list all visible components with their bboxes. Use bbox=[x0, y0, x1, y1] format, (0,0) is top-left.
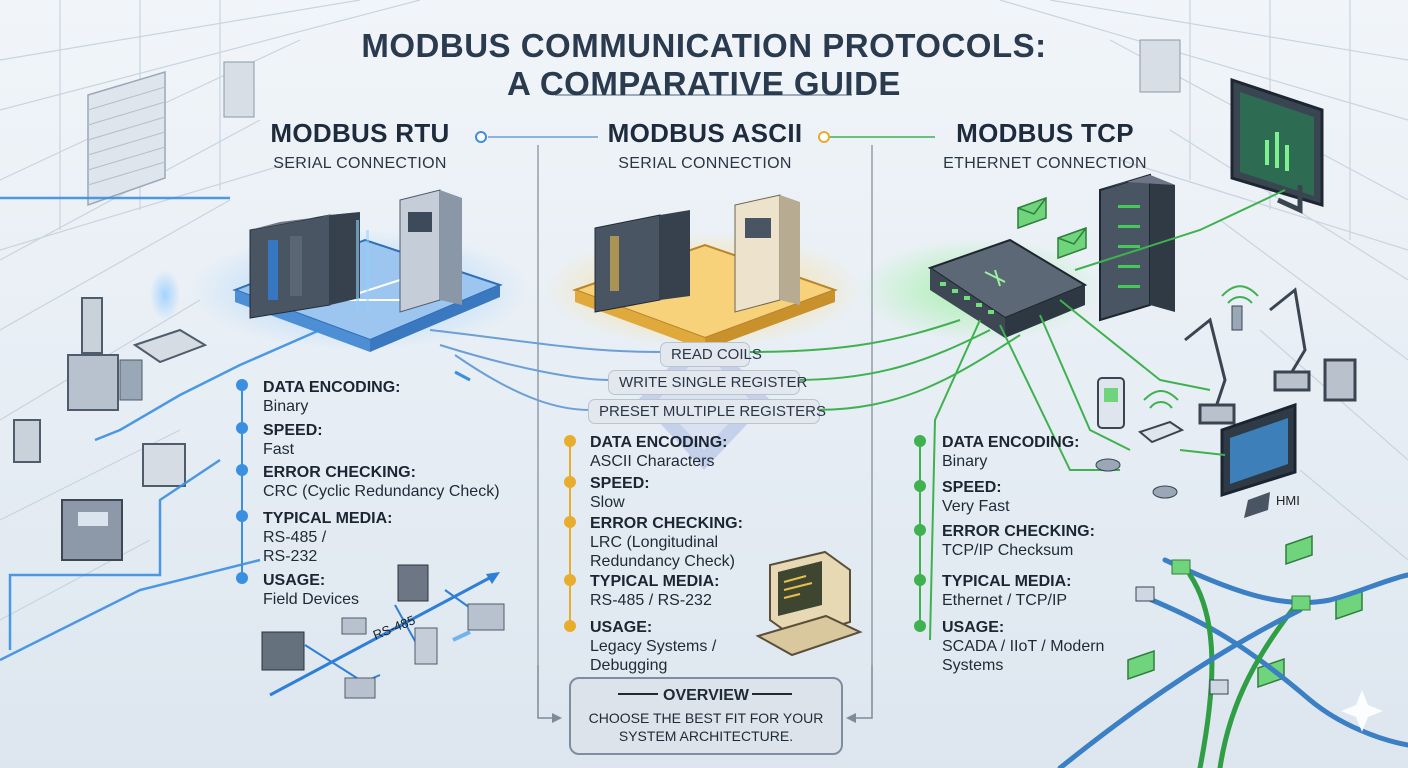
overview-arrows bbox=[537, 665, 873, 719]
ascii-connection: SERIAL CONNECTION bbox=[618, 155, 792, 172]
server-rack bbox=[1099, 173, 1175, 322]
ascii-spec-value: Legacy Systems / Debugging bbox=[590, 638, 717, 674]
message-envelopes bbox=[1017, 196, 1363, 689]
rtu-spec-label: ERROR CHECKING: bbox=[263, 464, 416, 481]
tcp-header: MODBUS TCP ETHERNET CONNECTION bbox=[930, 118, 1160, 173]
ascii-title: MODBUS ASCII bbox=[607, 118, 803, 148]
ascii-spec-value: Slow bbox=[590, 494, 625, 511]
rtu-platform bbox=[190, 189, 530, 352]
tcp-spec-label: TYPICAL MEDIA: bbox=[942, 573, 1072, 590]
ascii-spec-value: ASCII Characters bbox=[590, 453, 715, 470]
tcp-connection: ETHERNET CONNECTION bbox=[943, 155, 1147, 172]
ascii-spec-label: ERROR CHECKING: bbox=[590, 515, 743, 532]
ascii-spec-value: RS-485 / RS-232 bbox=[590, 592, 712, 609]
wifi-icon bbox=[1143, 285, 1259, 409]
tcp-spec-value: TCP/IP Checksum bbox=[942, 542, 1074, 559]
title-line-1: MODBUS COMMUNICATION PROTOCOLS: bbox=[361, 27, 1047, 64]
tcp-spec-label: DATA ENCODING: bbox=[942, 434, 1080, 451]
ascii-header: MODBUS ASCII SERIAL CONNECTION bbox=[590, 118, 820, 173]
wall-panel bbox=[223, 61, 255, 118]
roller-door bbox=[87, 70, 166, 207]
robot-arms bbox=[1184, 287, 1357, 425]
rtu-title: MODBUS RTU bbox=[270, 118, 450, 148]
overview-title: OVERVIEW bbox=[663, 687, 749, 704]
rtu-spec-value: Field Devices bbox=[263, 591, 360, 608]
arrow-left-head bbox=[552, 713, 562, 723]
tcp-spec-value: Ethernet / TCP/IP bbox=[942, 592, 1068, 609]
rtu-connection: SERIAL CONNECTION bbox=[273, 155, 447, 172]
rtu-spec-value: RS-485 / RS-232 bbox=[263, 529, 327, 565]
title-line-2: A COMPARATIVE GUIDE bbox=[507, 65, 901, 102]
rtu-spec-value: Binary bbox=[263, 398, 309, 415]
cable-plugs bbox=[1135, 559, 1311, 695]
rtu-spec-label: DATA ENCODING: bbox=[263, 379, 401, 396]
overview-body: CHOOSE THE BEST FIT FOR YOUR SYSTEM ARCH… bbox=[588, 710, 824, 744]
ascii-specs: DATA ENCODING: ASCII Characters SPEED: Slo… bbox=[590, 433, 850, 675]
wall-cabinet bbox=[1139, 39, 1181, 93]
rtu-timeline bbox=[236, 379, 248, 584]
arrow-right-head bbox=[846, 713, 856, 723]
function-read-coils: READ COILS bbox=[660, 342, 762, 367]
overview-box: OVERVIEW CHOOSE THE BEST FIT FOR YOUR SY… bbox=[569, 677, 843, 755]
page-title: MODBUS COMMUNICATION PROTOCOLS: A COMPAR… bbox=[0, 27, 1408, 103]
tcp-specs: DATA ENCODING: Binary SPEED: Very Fast ERR… bbox=[942, 433, 1142, 675]
ascii-spec-label: SPEED: bbox=[590, 475, 650, 492]
ascii-spec-label: TYPICAL MEDIA: bbox=[590, 573, 720, 590]
tcp-spec-value: SCADA / IIoT / Modern Systems bbox=[942, 638, 1105, 674]
overview-rule-left bbox=[618, 693, 658, 695]
rtu-spec-value: Fast bbox=[263, 441, 295, 458]
hmi-panel bbox=[1220, 402, 1297, 518]
rtu-serial-wiring bbox=[0, 196, 321, 662]
rs485-bus bbox=[261, 564, 505, 699]
field-devices bbox=[13, 270, 208, 561]
hmi-label: HMI bbox=[1276, 493, 1300, 508]
sparkle-icon bbox=[1341, 690, 1383, 732]
ascii-platform bbox=[544, 194, 864, 350]
overview-rule-right bbox=[752, 693, 792, 695]
tcp-spec-value: Very Fast bbox=[942, 498, 1010, 515]
tcp-spec-label: SPEED: bbox=[942, 479, 1002, 496]
rtu-header: MODBUS RTU SERIAL CONNECTION bbox=[240, 118, 480, 173]
retro-computer bbox=[755, 550, 863, 657]
ethernet-cables bbox=[1057, 557, 1408, 768]
tcp-title: MODBUS TCP bbox=[956, 118, 1134, 148]
header-connectors bbox=[475, 94, 935, 143]
rtu-spec-value: CRC (Cyclic Redundancy Check) bbox=[263, 483, 500, 500]
tcp-timeline bbox=[914, 435, 926, 632]
ascii-spec-label: DATA ENCODING: bbox=[590, 434, 728, 451]
tcp-spec-value: Binary bbox=[942, 453, 988, 470]
ascii-spec-value: LRC (Longitudinal Redundancy Check) bbox=[590, 534, 735, 570]
tcp-spec-label: ERROR CHECKING: bbox=[942, 523, 1095, 540]
function-flow-lines bbox=[429, 319, 1021, 411]
rtu-spec-label: TYPICAL MEDIA: bbox=[263, 510, 393, 527]
tcp-spec-label: USAGE: bbox=[942, 619, 1005, 636]
function-write-single-register: WRITE SINGLE REGISTER bbox=[608, 370, 807, 395]
rtu-specs: DATA ENCODING: Binary SPEED: Fast ERROR CH… bbox=[263, 378, 533, 609]
ascii-spec-label: USAGE: bbox=[590, 619, 653, 636]
function-preset-multiple-registers: PRESET MULTIPLE REGISTERS bbox=[588, 399, 826, 424]
iot-devices bbox=[1095, 305, 1243, 499]
scada-monitor bbox=[1230, 77, 1324, 214]
rtu-spec-label: SPEED: bbox=[263, 422, 323, 439]
rtu-spec-label: USAGE: bbox=[263, 572, 326, 589]
ascii-timeline bbox=[564, 435, 576, 632]
